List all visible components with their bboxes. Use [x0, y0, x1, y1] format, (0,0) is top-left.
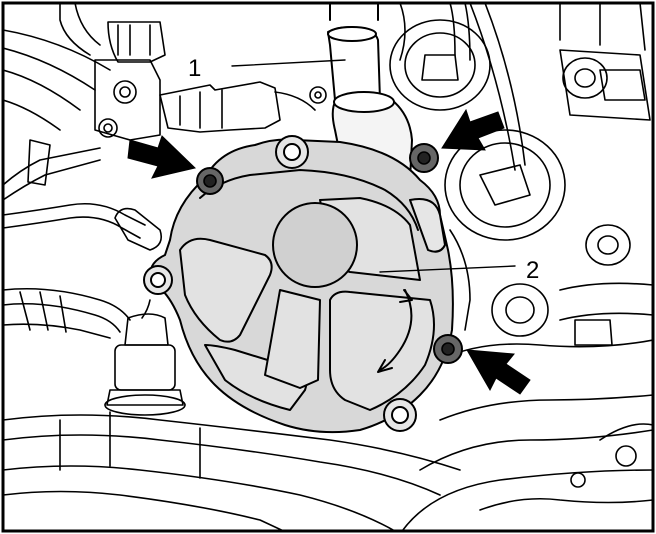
vacuum-pump-part-2 [143, 135, 454, 434]
bolt-left [196, 167, 224, 195]
callout-label-2: 2 [526, 257, 539, 284]
callout-label-1: 1 [188, 55, 201, 82]
arrow-bottom-right-icon [466, 349, 531, 395]
arrow-left-icon [127, 135, 197, 179]
bolt-bottom-right [433, 334, 463, 364]
engine-background [3, 3, 653, 531]
arrow-top-right-icon [441, 108, 505, 151]
leader-line-1 [231, 59, 346, 67]
leader-line-2 [379, 265, 516, 273]
bolt-top-right [409, 143, 439, 173]
